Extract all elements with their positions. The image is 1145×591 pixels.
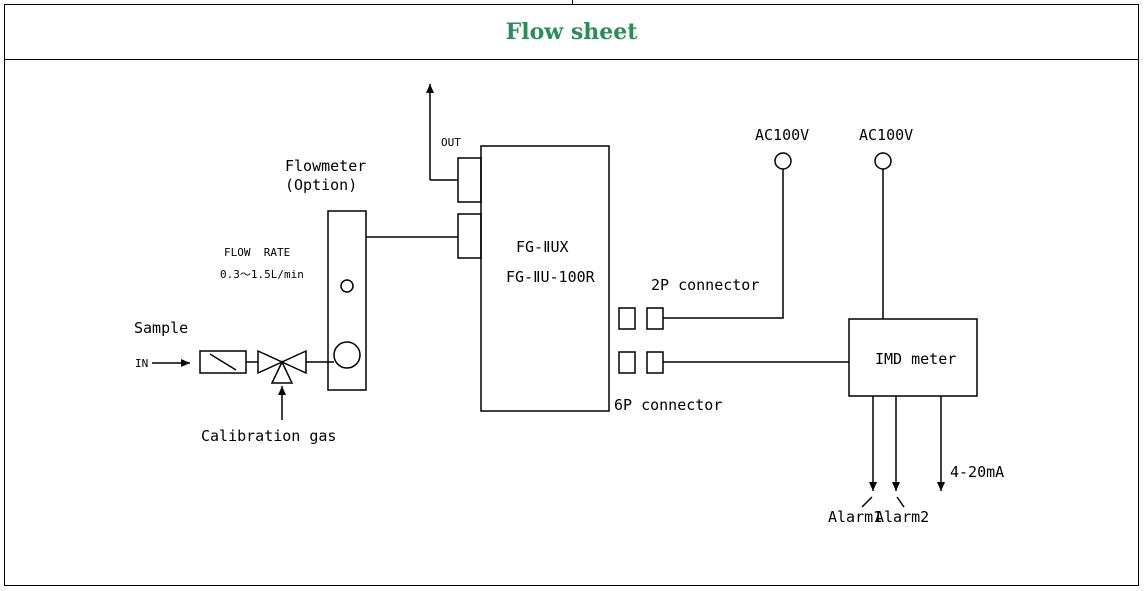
inlet-label: IN [135, 357, 148, 370]
power-terminal-1 [774, 152, 792, 170]
connector-6p-analyzer-side [618, 351, 636, 374]
imd-meter-label: IMD meter [875, 350, 956, 368]
power-terminal-2 [874, 152, 892, 170]
inlet-port [457, 213, 482, 259]
page-title: Flow sheet [505, 19, 638, 45]
analyzer-model-1: FG-ⅡUX [516, 238, 569, 256]
title-bar: Flow sheet [5, 5, 1138, 60]
top-tick-mark [572, 0, 573, 4]
connector-2p-label: 2P connector [651, 276, 759, 294]
power-label-2: AC100V [859, 126, 913, 144]
analyzer-unit [480, 145, 610, 412]
analog-output-label: 4-20mA [950, 463, 1004, 481]
outlet-port [457, 157, 482, 203]
flowmeter-option-label: (Option) [285, 176, 357, 194]
outlet-label: OUT [441, 136, 461, 149]
calibration-gas-label: Calibration gas [201, 427, 336, 445]
alarm1-label: Alarm1 [828, 508, 882, 526]
outlet-arrow [426, 84, 458, 181]
flow-rate-range: 0.3～1.5L/min [220, 268, 304, 281]
flow-rate-label: FLOW RATE [224, 246, 290, 259]
connector-2p-cable-side [646, 307, 664, 330]
alarm2-label: Alarm2 [875, 508, 929, 526]
connector-6p-cable-side [646, 351, 664, 374]
three-way-valve [257, 349, 307, 384]
imd-meter [848, 318, 978, 397]
power-label-1: AC100V [755, 126, 809, 144]
analyzer-model-2: FG-ⅡU-100R [506, 268, 596, 286]
connector-2p-analyzer-side [618, 307, 636, 330]
flowmeter [327, 210, 367, 391]
flowmeter-float-large [333, 341, 361, 369]
flowmeter-float-small [340, 279, 354, 293]
filter [199, 350, 247, 374]
flow-sheet-frame: Flow sheet [4, 4, 1139, 586]
sample-label: Sample [134, 319, 188, 337]
connector-6p-label: 6P connector [614, 396, 722, 414]
flowmeter-label: Flowmeter [285, 157, 366, 175]
power-cable-1 [663, 169, 784, 319]
